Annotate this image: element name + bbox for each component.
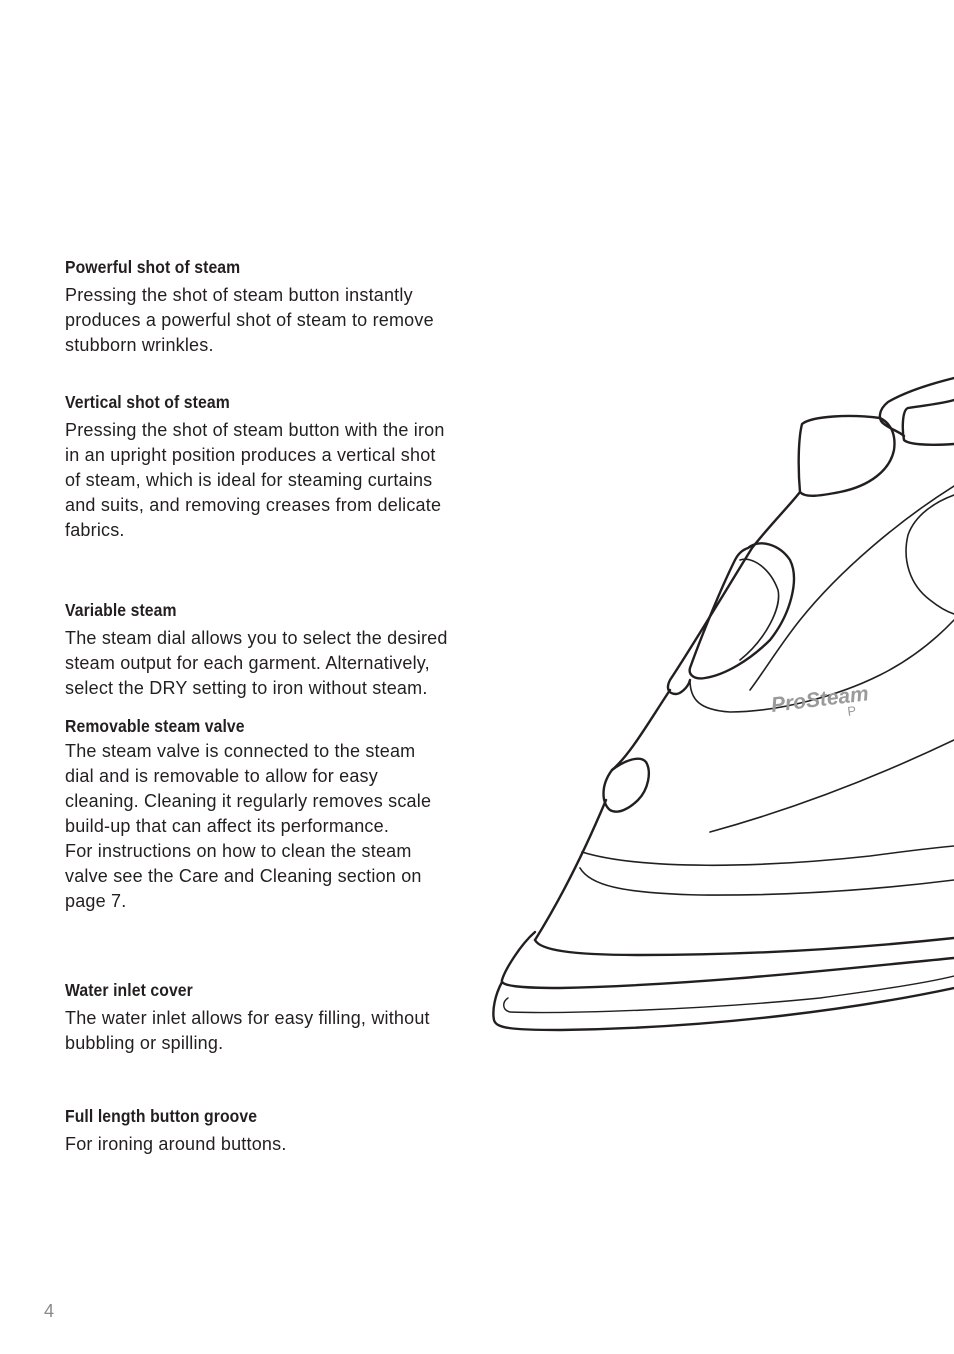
section-body: For ironing around buttons. <box>65 1134 287 1154</box>
section-removable-valve: Removable steam valve The steam valve is… <box>65 714 485 914</box>
section-button-groove: Full length button groove For ironing ar… <box>65 1104 485 1157</box>
section-body: Pressing the shot of steam button with t… <box>65 420 445 540</box>
section-body: The water inlet allows for easy filling,… <box>65 1008 430 1053</box>
section-vertical-shot: Vertical shot of steam Pressing the shot… <box>65 390 485 543</box>
section-heading: Variable steam <box>65 600 177 620</box>
section-heading: Powerful shot of steam <box>65 257 241 277</box>
section-water-inlet: Water inlet cover The water inlet allows… <box>65 978 485 1056</box>
iron-illustration: ProSteam P <box>492 376 954 1032</box>
section-heading: Vertical shot of steam <box>65 392 230 412</box>
page-number: 4 <box>44 1301 55 1321</box>
section-heading: Removable steam valve <box>65 716 245 736</box>
section-body: The steam valve is connected to the stea… <box>65 741 432 911</box>
section-powerful-shot: Powerful shot of steam Pressing the shot… <box>65 255 485 358</box>
section-body: Pressing the shot of steam button instan… <box>65 285 434 355</box>
brand-sub-label: P <box>847 703 857 719</box>
section-heading: Full length button groove <box>65 1106 258 1126</box>
section-variable-steam: Variable steam The steam dial allows you… <box>65 598 485 701</box>
section-heading: Water inlet cover <box>65 980 193 1000</box>
section-body: The steam dial allows you to select the … <box>65 628 448 698</box>
